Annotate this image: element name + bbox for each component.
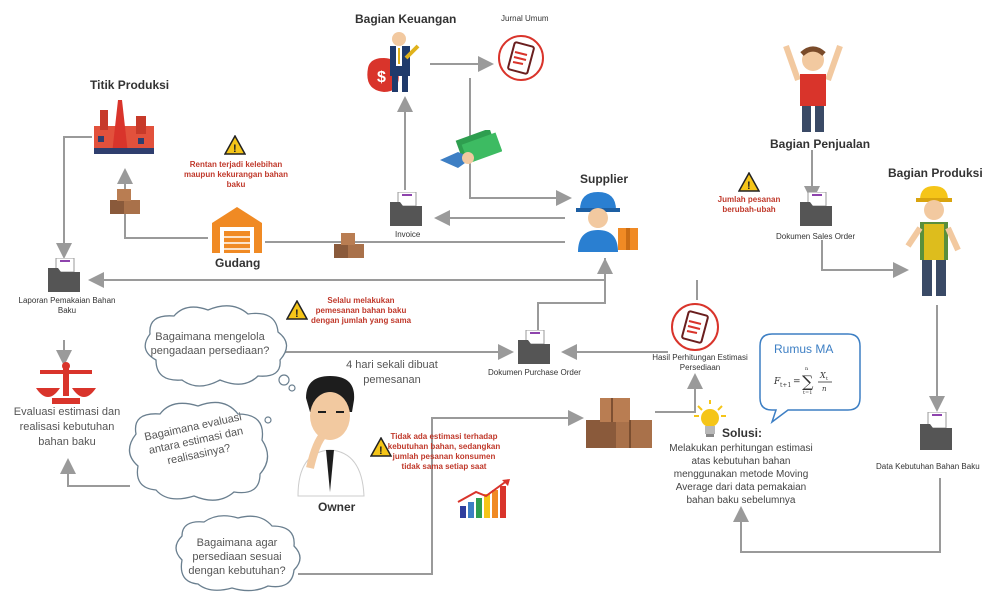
arrow-po-supplier	[537, 258, 613, 335]
svg-text:!: !	[379, 445, 383, 457]
arrow-keuangan-supplier	[469, 78, 572, 206]
invoice-label: Invoice	[395, 230, 421, 239]
thinking-owner-icon	[297, 376, 365, 497]
svg-text:∑: ∑	[802, 372, 814, 391]
arrow-boxes-hasil	[655, 373, 703, 413]
solusi-text: Melakukan perhitungan estimasi atas kebu…	[669, 443, 813, 506]
factory-icon	[94, 100, 154, 154]
warning-selalu-text: Selalu melakukan pemesanan bahan baku de…	[310, 296, 412, 325]
hasil-label: Hasil Perhitungan Estimasi Persediaan	[652, 353, 748, 372]
money-bag-icon: $	[367, 32, 420, 92]
titik-produksi-label: Titik Produksi	[90, 78, 170, 92]
svg-text:!: !	[295, 308, 299, 320]
boxes-icon	[586, 398, 652, 448]
thought-cloud-1	[144, 305, 296, 392]
warning-jumlah-pesanan-text: Jumlah pesanan berubah-ubah	[717, 195, 781, 214]
svg-text:$: $	[377, 69, 386, 86]
cloud-q3-text: Bagaimana agar persediaan sesuai dengan …	[188, 537, 286, 577]
formula-bubble: F t+1 = ∑ n t=1 X t n	[759, 333, 861, 424]
lightbulb-icon	[694, 400, 726, 437]
svg-text:t=1: t=1	[803, 390, 812, 396]
engineer-icon	[905, 186, 961, 296]
evaluasi-label: Evaluasi estimasi dan realisasi kebutuha…	[13, 406, 121, 448]
keuangan-label: Bagian Keuangan	[355, 12, 457, 26]
svg-text:=: =	[793, 377, 801, 387]
svg-text:!: !	[747, 180, 751, 192]
rumus-label: Rumus MA	[774, 342, 834, 356]
kebutuhan-label: Data Kebutuhan Bahan Baku	[876, 462, 980, 471]
cloud-q1-text: Bagaimana mengelola pengadaan persediaan…	[150, 331, 270, 357]
svg-text:X: X	[819, 371, 826, 380]
laporan-label: Laporan Pemakaian Bahan Baku	[18, 296, 116, 315]
arrow-supplier-laporan	[88, 258, 606, 288]
svg-text:F: F	[773, 377, 781, 387]
folder-icon	[800, 192, 832, 226]
empat-hari-text: 4 hari sekali dibuat pemesanan	[346, 359, 438, 386]
boxes-icon	[334, 233, 364, 258]
solusi-title: Solusi:	[722, 426, 763, 440]
cheering-man-icon	[783, 45, 843, 132]
sales-order-label: Dokumen Sales Order	[776, 232, 856, 241]
jurnal-label: Jurnal Umum	[501, 14, 549, 23]
owner-label: Owner	[318, 500, 356, 514]
thought-cloud-3	[175, 515, 301, 592]
clipboard-icon	[498, 35, 544, 81]
gudang-label: Gudang	[215, 256, 261, 270]
produksi-label: Bagian Produksi	[888, 166, 983, 180]
warning-icon: !	[224, 135, 246, 155]
warning-icon: !	[370, 437, 392, 457]
warning-tidak-ada-text: Tidak ada estimasi terhadap kebutuhan ba…	[387, 432, 501, 471]
arrow-q2-evaluasi	[60, 458, 130, 487]
arrow-q3-boxes	[298, 410, 584, 575]
arrow-so-produksi	[821, 240, 909, 278]
folder-icon	[518, 330, 550, 364]
folder-icon	[48, 258, 80, 292]
penjualan-label: Bagian Penjualan	[770, 137, 871, 151]
folder-icon	[390, 192, 422, 226]
svg-text:!: !	[233, 143, 237, 155]
folder-icon	[920, 412, 952, 450]
warehouse-icon	[212, 207, 262, 253]
warning-rentan-text: Rentan terjadi kelebihan maupun kekurang…	[183, 160, 289, 189]
supplier-worker-icon	[576, 192, 638, 252]
arrow-produksi-laporan	[56, 136, 92, 259]
warning-icon: !	[738, 172, 760, 192]
warning-icon: !	[286, 300, 308, 320]
svg-text:t: t	[826, 376, 828, 382]
purchase-order-label: Dokumen Purchase Order	[488, 368, 581, 377]
svg-text:n: n	[805, 366, 809, 372]
clipboard-icon	[671, 303, 719, 351]
cash-icon	[440, 130, 502, 168]
boxes-icon	[110, 189, 140, 214]
svg-text:n: n	[822, 385, 827, 393]
growth-chart-icon	[457, 479, 510, 518]
arrow-kebutuhan-solusi	[733, 478, 941, 553]
thought-cloud-2	[128, 401, 272, 501]
svg-text:t+1: t+1	[780, 382, 791, 389]
supplier-label: Supplier	[580, 172, 629, 186]
scale-icon	[36, 362, 96, 404]
